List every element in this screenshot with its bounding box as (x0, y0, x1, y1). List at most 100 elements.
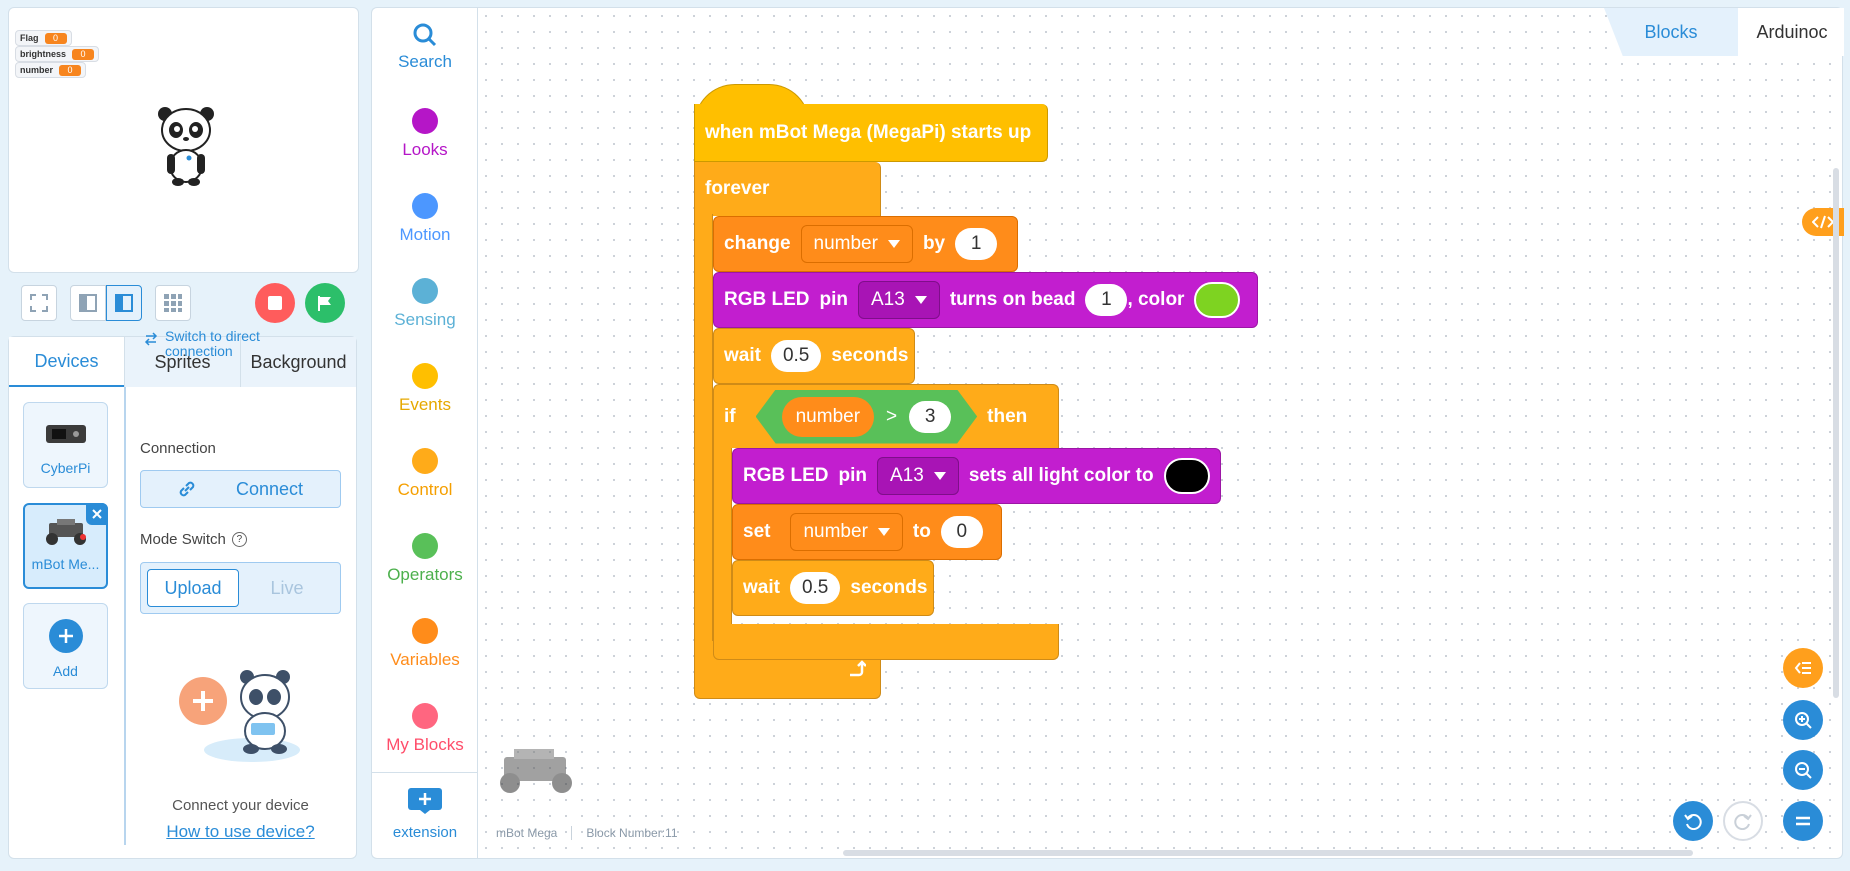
rgb-led-all-color-block[interactable]: RGB LED pin A13 sets all light color to (732, 448, 1221, 504)
connect-label: Connect (235, 478, 304, 499)
variables-dot-icon (412, 618, 438, 644)
variable-dropdown[interactable]: number (790, 513, 903, 551)
small-stage-icon (79, 294, 97, 312)
pin-dropdown[interactable]: A13 (858, 281, 940, 319)
pin-dropdown[interactable]: A13 (877, 457, 959, 495)
grid-icon (164, 294, 182, 312)
tab-blocks[interactable]: Blocks (1604, 8, 1738, 56)
device-label-cyberpi: CyberPi (40, 460, 91, 476)
category-variables[interactable]: Variables (372, 618, 478, 670)
mode-live-button[interactable]: Live (270, 577, 304, 598)
panda-connect-illustration (179, 670, 300, 762)
sensing-dot-icon (412, 278, 438, 304)
bead-input[interactable]: 1 (1085, 284, 1128, 316)
control-dot-icon (412, 448, 438, 474)
tab-sprites[interactable]: Sprites (124, 337, 240, 387)
zoom-out-button[interactable] (1783, 750, 1823, 790)
device-card-mbot-mega[interactable]: mBot Me... (23, 503, 108, 589)
redo-icon (1734, 814, 1752, 830)
if-then-block[interactable]: if number > 3 then (713, 384, 1059, 448)
chevron-down-icon (887, 240, 900, 248)
extension-button[interactable]: extension (372, 788, 478, 842)
change-value-input[interactable]: 1 (955, 228, 998, 260)
help-icon[interactable]: ? (231, 532, 247, 547)
set-value-input[interactable]: 0 (940, 516, 983, 548)
change-variable-block[interactable]: change number by 1 (713, 216, 1018, 272)
grid-view-button[interactable] (155, 285, 191, 321)
wait-block[interactable]: wait 0.5 seconds (713, 328, 915, 384)
category-motion[interactable]: Motion (372, 193, 478, 245)
undo-icon (1684, 814, 1702, 830)
rgb-led-bead-block[interactable]: RGB LED pin A13 turns on bead 1 , color (713, 272, 1258, 328)
stop-button[interactable] (255, 283, 295, 323)
tab-background[interactable]: Background (240, 337, 356, 387)
device-card-cyberpi[interactable]: CyberPi (23, 402, 108, 488)
category-events[interactable]: Events (372, 363, 478, 415)
category-my-blocks[interactable]: My Blocks (372, 703, 478, 755)
horizontal-scrollbar[interactable] (843, 850, 1693, 856)
if-left-rail (713, 448, 732, 626)
chevron-down-icon (914, 296, 927, 304)
forever-block[interactable]: forever (694, 162, 881, 216)
category-sensing[interactable]: Sensing (372, 278, 478, 330)
link-icon (179, 481, 195, 497)
block-categories: Search Looks Motion Sensing Events Contr… (371, 7, 478, 859)
wait-seconds-input[interactable]: 0.5 (789, 572, 841, 604)
variable-monitor-number: number 0 (15, 62, 87, 78)
variable-dropdown[interactable]: number (800, 225, 913, 263)
flag-icon (318, 296, 331, 311)
green-flag-button[interactable] (305, 283, 345, 323)
script-workspace[interactable]: Blocks Arduinoc when mBot Mega (MegaPi) … (477, 7, 1844, 859)
mbot-mega-device-icon (45, 519, 86, 545)
set-variable-block[interactable]: set number to 0 (732, 504, 1002, 560)
fullscreen-button[interactable] (21, 285, 57, 321)
category-control[interactable]: Control (372, 448, 478, 500)
vertical-scrollbar[interactable] (1833, 168, 1839, 698)
mode-switch-row: Mode Switch ? (140, 531, 247, 548)
panda-sprite[interactable] (155, 100, 217, 186)
number-reporter[interactable]: number (782, 397, 874, 437)
normal-stage-button[interactable] (106, 285, 142, 321)
tab-devices[interactable]: Devices (9, 337, 124, 387)
collapse-blocks-button[interactable] (1783, 648, 1823, 688)
zoom-out-icon (1795, 762, 1812, 779)
fullscreen-icon (30, 294, 48, 312)
events-dot-icon (412, 363, 438, 389)
small-stage-button[interactable] (70, 285, 106, 321)
redo-button[interactable] (1723, 801, 1763, 841)
mode-switch-label: Mode Switch (140, 531, 226, 548)
my-blocks-dot-icon (412, 703, 438, 729)
forever-left-rail (694, 214, 713, 644)
cyberpi-device-icon (45, 425, 86, 443)
color-swatch-black[interactable] (1163, 458, 1210, 494)
connect-button[interactable]: Connect (140, 470, 341, 508)
reset-zoom-button[interactable] (1783, 801, 1823, 841)
motion-dot-icon (412, 193, 438, 219)
when-starts-up-block[interactable]: when mBot Mega (MegaPi) starts up (694, 104, 1048, 162)
zoom-in-button[interactable] (1783, 700, 1823, 740)
category-looks[interactable]: Looks (372, 108, 478, 160)
add-device-card[interactable]: Add (23, 603, 108, 689)
category-operators[interactable]: Operators (372, 533, 478, 585)
category-search[interactable]: Search (372, 22, 478, 72)
normal-stage-icon (115, 294, 133, 312)
operators-dot-icon (412, 533, 438, 559)
equals-icon (1796, 816, 1810, 826)
stage-panel[interactable]: Flag 0 brightness 0 number 0 (8, 7, 359, 273)
wait-block[interactable]: wait 0.5 seconds (732, 560, 934, 616)
greater-than-operator[interactable]: number > 3 (756, 390, 978, 444)
mode-upload-button[interactable]: Upload (147, 569, 239, 607)
compare-value-input[interactable]: 3 (909, 401, 951, 433)
search-icon (413, 23, 437, 47)
color-swatch-green[interactable] (1194, 282, 1241, 318)
how-to-use-device-link[interactable]: How to use device? (166, 822, 315, 841)
tab-arduino[interactable]: Arduinoc (1740, 8, 1844, 56)
footer-device-name: mBot Mega (496, 826, 558, 840)
switch-to-direct-connection-link[interactable]: Switch to direct connection (165, 328, 260, 359)
remove-device-button[interactable] (86, 503, 108, 525)
wait-seconds-input[interactable]: 0.5 (770, 340, 822, 372)
undo-button[interactable] (1673, 801, 1713, 841)
connection-label: Connection (140, 440, 216, 457)
close-icon (92, 509, 102, 519)
zoom-in-icon (1795, 712, 1812, 729)
